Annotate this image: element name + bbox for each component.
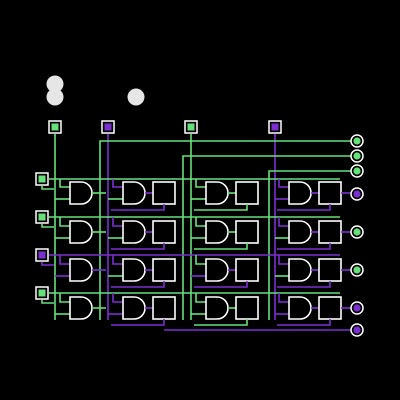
and-gate-2-3[interactable] — [205, 220, 229, 244]
bus-wire-1 — [99, 140, 351, 320]
row-stub-1 — [41, 186, 54, 190]
row-input-indicator-3 — [38, 251, 46, 259]
output-lamp-state-6 — [353, 266, 361, 274]
gate-input-a-4-1 — [59, 293, 70, 303]
gate-input-a-2-1 — [59, 217, 70, 227]
and-gate-2-1[interactable] — [69, 220, 93, 244]
box-feedback-4-3 — [194, 319, 248, 326]
latch-box-1-2[interactable] — [152, 181, 176, 205]
and-gate-4-4[interactable] — [288, 296, 312, 320]
box-feedback-2-2 — [111, 243, 165, 250]
latch-box-3-4[interactable] — [318, 258, 342, 282]
box-feedback-2-4 — [277, 243, 331, 250]
column-input-indicator-3 — [187, 123, 195, 131]
row-stub-4 — [41, 300, 54, 304]
gate-input-a-2-2 — [112, 217, 123, 227]
latch-box-2-3[interactable] — [235, 220, 259, 244]
output-lamp-state-3 — [353, 167, 361, 175]
row-stub-2 — [41, 224, 54, 228]
gate-input-a-2-3 — [195, 217, 206, 227]
box-feedback-1-3 — [194, 204, 248, 211]
and-gate-3-4[interactable] — [288, 258, 312, 282]
status-light-3 — [127, 88, 145, 106]
and-gate-1-4[interactable] — [288, 181, 312, 205]
and-gate-3-3[interactable] — [205, 258, 229, 282]
gate-input-a-1-1 — [59, 179, 70, 188]
box-feedback-2-3 — [194, 243, 248, 250]
output-lamp-state-1 — [353, 137, 361, 145]
latch-box-3-3[interactable] — [235, 258, 259, 282]
and-gate-4-3[interactable] — [205, 296, 229, 320]
and-gate-4-1[interactable] — [69, 296, 93, 320]
gate-input-a-4-2 — [112, 293, 123, 303]
box-feedback-4-4 — [277, 319, 331, 326]
box-feedback-4-2 — [111, 319, 165, 326]
row-input-indicator-2 — [38, 213, 46, 221]
box-feedback-3-3 — [194, 281, 248, 288]
gate-input-a-4-4 — [278, 293, 289, 303]
output-lamp-state-2 — [353, 152, 361, 160]
latch-box-2-4[interactable] — [318, 220, 342, 244]
box-feedback-3-2 — [111, 281, 165, 288]
box-feedback-1-2 — [111, 204, 165, 211]
gate-input-a-2-4 — [278, 217, 289, 227]
status-light-1 — [46, 75, 64, 93]
gate-input-a-3-3 — [195, 255, 206, 265]
latch-box-4-4[interactable] — [318, 296, 342, 320]
box-feedback-1-4 — [277, 204, 331, 211]
latch-box-1-4[interactable] — [318, 181, 342, 205]
gate-input-a-1-2 — [112, 179, 123, 188]
output-lamp-state-5 — [353, 228, 361, 236]
and-gate-1-3[interactable] — [205, 181, 229, 205]
row-stub-3 — [41, 262, 54, 266]
gate-input-a-4-3 — [195, 293, 206, 303]
gate-input-a-3-1 — [59, 255, 70, 265]
and-gate-3-2[interactable] — [122, 258, 146, 282]
and-gate-4-2[interactable] — [122, 296, 146, 320]
and-gate-2-4[interactable] — [288, 220, 312, 244]
latch-box-4-3[interactable] — [235, 296, 259, 320]
latch-box-1-3[interactable] — [235, 181, 259, 205]
latch-box-2-2[interactable] — [152, 220, 176, 244]
row-input-indicator-4 — [38, 289, 46, 297]
and-gate-1-1[interactable] — [69, 181, 93, 205]
and-gate-3-1[interactable] — [69, 258, 93, 282]
gate-input-a-1-3 — [195, 179, 206, 188]
column-input-indicator-2 — [104, 123, 112, 131]
bus-wire-3 — [268, 170, 351, 320]
and-gate-2-2[interactable] — [122, 220, 146, 244]
gate-input-a-3-2 — [112, 255, 123, 265]
output-lamp-state-7 — [353, 304, 361, 312]
bus-wire-2 — [182, 155, 351, 320]
status-light-2 — [46, 88, 64, 106]
latch-box-4-2[interactable] — [152, 296, 176, 320]
column-input-indicator-1 — [51, 123, 59, 131]
column-input-indicator-4 — [271, 123, 279, 131]
and-gate-1-2[interactable] — [122, 181, 146, 205]
output-lamp-state-4 — [353, 190, 361, 198]
latch-box-3-2[interactable] — [152, 258, 176, 282]
row-input-indicator-1 — [38, 175, 46, 183]
gate-input-a-3-4 — [278, 255, 289, 265]
output-lamp-state-8 — [353, 326, 361, 334]
box-feedback-3-4 — [277, 281, 331, 288]
gate-input-a-1-4 — [278, 179, 289, 188]
